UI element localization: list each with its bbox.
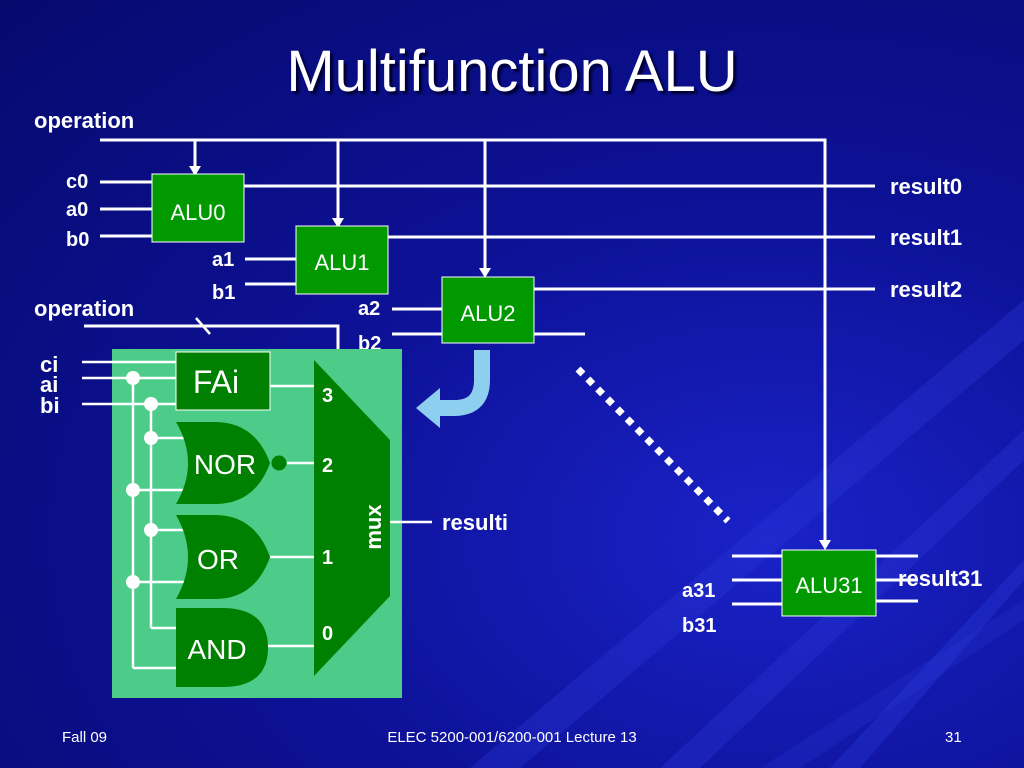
footer-course: ELEC 5200-001/6200-001 Lecture 13 xyxy=(387,729,637,746)
output-result0: result0 xyxy=(890,174,962,199)
mux-input-1: 1 xyxy=(322,547,333,569)
output-result31: result31 xyxy=(898,566,982,591)
alu0-block xyxy=(151,173,245,243)
nor-bubble xyxy=(270,454,288,472)
footer-date: Fall 09 xyxy=(62,729,108,746)
mux-input-3: 3 xyxy=(322,385,333,407)
operation-arrow-alu2 xyxy=(479,268,491,278)
operation-arrow-alu31 xyxy=(819,540,831,550)
alu2-label: ALU2 xyxy=(460,301,515,326)
fai-block xyxy=(175,351,271,411)
alu2-block xyxy=(441,276,535,344)
alu1-block xyxy=(295,225,389,295)
slide-number: 31 xyxy=(945,729,962,746)
input-c0: c0 xyxy=(66,171,88,193)
and-label: AND xyxy=(187,634,246,665)
input-b31: b31 xyxy=(682,615,716,637)
input-a2: a2 xyxy=(358,298,380,320)
input-a0: a0 xyxy=(66,199,88,221)
output-result1: result1 xyxy=(890,225,962,250)
output-resulti: resulti xyxy=(442,510,508,535)
operation-arrow-alu1 xyxy=(332,218,344,228)
input-a31: a31 xyxy=(682,580,715,602)
alu31-label: ALU31 xyxy=(795,573,862,598)
fai-label: FAi xyxy=(193,364,239,400)
junction-dots xyxy=(126,371,158,589)
operation-bus xyxy=(100,138,827,540)
operation-label-detail: operation xyxy=(34,296,134,321)
and-gate xyxy=(176,608,268,687)
mux-input-2: 2 xyxy=(322,455,333,477)
slide-title: Multifunction ALU xyxy=(286,39,738,104)
operation-label-top: operation xyxy=(34,108,134,133)
mux-label: mux xyxy=(361,504,386,550)
input-ai: ai xyxy=(40,372,58,397)
or-gate xyxy=(176,515,270,599)
operation-arrow-alu0 xyxy=(189,166,201,176)
expand-arrow-head xyxy=(416,388,440,428)
input-b1: b1 xyxy=(212,282,235,304)
output-result2: result2 xyxy=(890,277,962,302)
alu31-block xyxy=(781,549,877,617)
ellipsis-dots xyxy=(575,366,731,524)
mux-input-0: 0 xyxy=(322,623,333,645)
alu1-label: ALU1 xyxy=(314,250,369,275)
input-b0: b0 xyxy=(66,229,89,251)
or-label: OR xyxy=(197,544,239,575)
expand-arrow xyxy=(438,350,490,416)
nor-label: NOR xyxy=(194,449,256,480)
alu0-label: ALU0 xyxy=(170,200,225,225)
input-ci: ci xyxy=(40,352,58,377)
input-bi: bi xyxy=(40,393,60,418)
input-a1: a1 xyxy=(212,249,234,271)
operation-bus-tick xyxy=(195,317,211,335)
nor-gate xyxy=(176,422,270,504)
mux-block xyxy=(314,360,390,676)
